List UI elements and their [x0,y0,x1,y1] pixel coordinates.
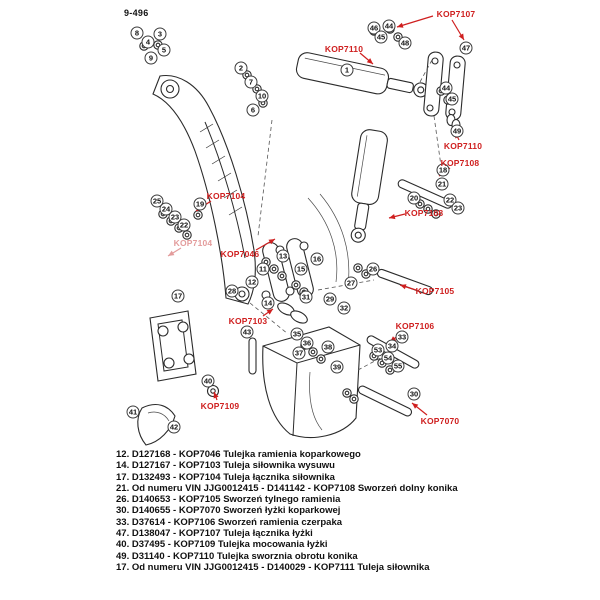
parts-list-item: 30. D140655 - KOP7070 Sworzeń łyżki kopa… [116,505,341,517]
part-callout-10: 10 [255,89,269,103]
pointer-arrowhead [458,33,464,40]
part-callout-49: 49 [450,124,464,138]
part-callout-39: 39 [330,360,344,374]
bucket-shape [262,326,361,438]
part-label-kop7109: KOP7109 [200,401,240,411]
part-callout-44: 44 [382,19,396,33]
part-callout-45: 45 [374,30,388,44]
dipper-cylinder-shape [350,129,388,243]
part-callout-6: 6 [246,103,260,117]
boom-cylinder-shape [295,52,429,98]
pointer-arrow [396,15,434,28]
part-callout-23: 23 [451,201,465,215]
part-label-kop7107: KOP7107 [436,9,476,19]
part-callout-8: 8 [130,26,144,40]
part-label-kop7106: KOP7106 [395,321,435,331]
part-callout-43: 43 [240,325,254,339]
part-callout-17: 17 [171,289,185,303]
parts-list-item: 47. D138047 - KOP7107 Tuleja łącznika ły… [116,528,313,540]
pointer-arrowhead [268,239,275,245]
part-callout-12: 12 [245,275,259,289]
part-label-kop7103: KOP7103 [228,316,268,326]
part-callout-5: 5 [157,43,171,57]
pointer-arrowhead [389,214,396,220]
part-callout-26: 26 [366,262,380,276]
part-callout-11: 11 [256,262,270,276]
boom-arm-shape [152,74,256,305]
parts-list-item: 12. D127168 - KOP7046 Tulejka ramienia k… [116,449,361,460]
part-callout-41: 41 [126,405,140,419]
part-callout-18: 18 [436,163,450,177]
part-callout-28: 28 [225,284,239,298]
part-callout-1: 1 [340,63,354,77]
part-callout-15: 15 [294,262,308,276]
part-callout-4: 4 [141,35,155,49]
part-callout-21: 21 [435,177,449,191]
parts-list-item: 17. Od numeru VIN JJG0012415 - D140029 -… [116,561,430,573]
part-callout-48: 48 [398,36,412,50]
part-callout-45: 45 [445,92,459,106]
part-callout-35: 35 [290,327,304,341]
part-callout-55: 55 [391,359,405,373]
part-callout-38: 38 [321,340,335,354]
exploded-view-drawing [137,15,466,446]
hose-line [319,193,350,287]
part-label-kop7105: KOP7105 [415,286,455,296]
side-plate-shape [137,404,176,446]
hose-line [307,197,338,283]
pointer-arrowhead [213,392,219,399]
mount-bracket-shape [149,310,197,382]
figure-reference: 9-496 [124,8,149,18]
part-label-kop7046: KOP7046 [220,249,260,259]
part-callout-47: 47 [459,41,473,55]
part-label-kop7108: KOP7108 [440,158,480,168]
pointer-arrowhead [400,284,407,290]
pointer-arrowhead [168,250,175,256]
part-callout-31: 31 [299,290,313,304]
part-label-kop7110: KOP7110 [443,141,483,151]
pointer-arrowhead [266,309,273,315]
part-callout-27: 27 [344,276,358,290]
parts-list-item: 17. D132493 - KOP7104 Tuleja łącznika si… [116,471,335,483]
part-callout-30: 30 [407,387,421,401]
part-callout-14: 14 [261,296,275,310]
part-callout-37: 37 [292,346,306,360]
part-callout-33: 33 [395,330,409,344]
part-label-kop7104: KOP7104 [206,191,246,201]
parts-list-item: 14. D127167 - KOP7103 Tuleja siłownika w… [116,460,335,472]
part-callout-3: 3 [153,27,167,41]
pointer-arrowhead [366,58,373,64]
parts-list-item: 21. Od numeru VIN JJG0012415 - D141142 -… [116,482,458,494]
part-label-kop7108: KOP7108 [404,208,444,218]
part-callout-19: 19 [193,197,207,211]
part-label-kop7110: KOP7110 [324,44,364,54]
parts-list-item: 33. D37614 - KOP7106 Sworzeń ramienia cz… [116,516,343,528]
part-callout-36: 36 [300,336,314,350]
parts-list: 12. D127168 - KOP7046 Tulejka ramienia k… [116,449,458,573]
parts-list-item: 49. D31140 - KOP7110 Tulejka sworznia ob… [116,550,358,562]
parts-list-item: 26. D140653 - KOP7105 Sworzeń tylnego ra… [116,494,341,506]
part-callout-7: 7 [244,75,258,89]
part-callout-16: 16 [310,252,324,266]
part-callout-40: 40 [201,374,215,388]
pointer-arrowhead [412,403,419,409]
part-callout-2: 2 [234,61,248,75]
part-callout-32: 32 [337,301,351,315]
part-callout-53: 53 [371,343,385,357]
part-callout-54: 54 [381,351,395,365]
part-callout-22: 22 [177,218,191,232]
parts-list-item: 40. D37495 - KOP7109 Tulejka mocowania ł… [116,539,328,551]
part-label-kop7070: KOP7070 [420,416,460,426]
part-callout-13: 13 [276,249,290,263]
part-callout-42: 42 [167,420,181,434]
pointer-arrowhead [397,22,404,28]
part-callout-9: 9 [144,51,158,65]
part-label-kop7104: KOP7104 [173,238,213,248]
part-callout-20: 20 [407,191,421,205]
part-callout-29: 29 [323,292,337,306]
